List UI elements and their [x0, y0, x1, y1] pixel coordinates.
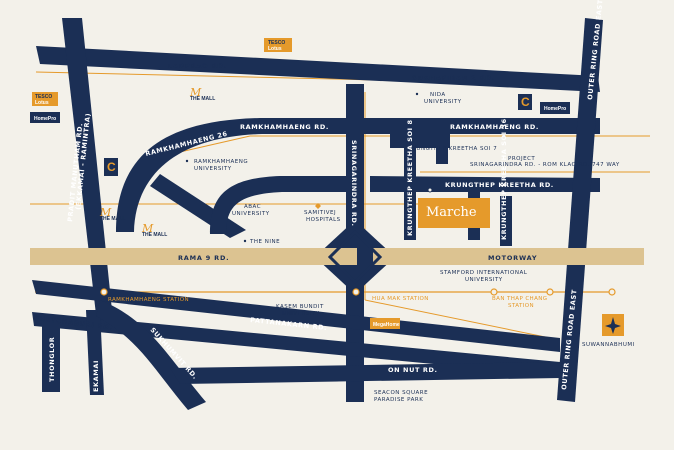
abac-label: ABAC — [244, 204, 261, 210]
thonglor-label: THONGLOR — [48, 337, 56, 382]
ramkhamhaeng-east-label: RAMKHAMHAENG RD. — [450, 123, 539, 131]
svg-text:THE MALL: THE MALL — [190, 96, 215, 102]
project-label: PROJECT — [508, 156, 535, 162]
ban-thap-chang-label: BAN THAP CHANG — [492, 296, 547, 302]
srinagarindra-label: SRINAGARINDRA RD. — [350, 140, 358, 227]
svg-text:HomePro: HomePro — [544, 106, 566, 112]
krungthep-soi7-label: KRUNGTHEP KREETHA SOI 7 — [408, 146, 497, 152]
ban-thap-chang-label-2: STATION — [508, 303, 534, 309]
road-network — [32, 18, 603, 410]
krungthep-soi8-label: KRUNGTHEP KREETHA SOI 8 — [406, 119, 414, 236]
krungthep-kreetha-label: KRUNGTHEP KREETHA RD. — [445, 181, 554, 189]
svg-text:C: C — [521, 95, 530, 109]
stamford-label-2: UNIVERSITY — [465, 277, 503, 283]
svg-text:TESCO: TESCO — [35, 94, 52, 100]
svg-text:M: M — [99, 206, 112, 219]
krungthep-soi36-label: KRUNGTHEP KREETHA SOI 36 — [500, 118, 508, 240]
tesco-lotus-logo-top: TESCO Lotus — [264, 38, 292, 52]
svg-text:TESCO: TESCO — [268, 40, 285, 46]
stations — [100, 288, 616, 296]
svg-text:C: C — [107, 160, 116, 174]
samitivej-label: SAMITIVEJ — [304, 210, 336, 216]
nida-marker — [415, 92, 419, 96]
homepro-logo-left: HomePro — [30, 112, 60, 123]
ramkhamhaeng-west-label: RAMKHAMHAENG RD. — [240, 123, 329, 131]
project-marker — [427, 187, 433, 193]
the-mall-logo-3: M THE MALL — [141, 222, 167, 238]
svg-text:M: M — [189, 86, 202, 99]
plane-icon — [605, 317, 621, 334]
the-nine-marker — [243, 239, 247, 243]
c-logo-right: C — [518, 94, 532, 110]
paradise-label: PARADISE PARK — [374, 397, 423, 403]
svg-text:MegaHome: MegaHome — [373, 322, 400, 328]
svg-text:M: M — [141, 222, 154, 235]
ladprao-label: LADPRAO RD. — [168, 62, 227, 70]
suvarnabhumi-label: SUWANNABHUMI — [582, 342, 635, 348]
ramkhamhaeng-univ-marker — [185, 159, 189, 163]
the-mall-logo-1: M THE MALL — [189, 86, 215, 102]
hospital-icon — [315, 203, 321, 209]
motorway-label: MOTORWAY — [488, 254, 537, 262]
svg-text:THE MALL: THE MALL — [142, 232, 167, 238]
marche-label: Marche — [426, 205, 477, 220]
kasem-label: KASEM BUNDIT — [276, 304, 324, 310]
rama9-label: RAMA 9 RD. — [178, 254, 229, 262]
c-logo-left: C — [104, 158, 118, 176]
svg-text:HomePro: HomePro — [34, 116, 56, 122]
homepro-logo-right: HomePro — [540, 102, 570, 114]
tesco-lotus-logo-left: TESCO Lotus — [32, 92, 58, 106]
nida-label: NIDA — [430, 92, 446, 98]
svg-text:THE MALL: THE MALL — [100, 216, 125, 222]
svg-text:Lotus: Lotus — [35, 100, 49, 106]
marche-project-box — [418, 198, 490, 228]
ekamai-label: EKAMAI — [92, 360, 100, 392]
nida-label-2: UNIVERSITY — [424, 99, 462, 105]
ramkhamhaeng-station-label: RAMKHAMHAENG STATION — [108, 297, 189, 303]
samitivej-label-2: HOSPITALS — [306, 217, 341, 223]
the-nine-label: THE NINE — [249, 239, 280, 245]
stamford-label: STAMFORD INTERNATIONAL — [440, 270, 528, 276]
abac-label-2: UNIVERSITY — [232, 211, 270, 217]
the-mall-logo-2: M THE MALL — [99, 206, 125, 222]
ramkhamhaeng-univ-label-2: UNIVERSITY — [194, 166, 232, 172]
seacon-label: SEACON SQUARE — [374, 390, 428, 396]
kasem-label-2: UNIVERSITY — [282, 311, 320, 317]
megahome-logo: MegaHome — [370, 318, 400, 329]
on-nut-label: ON NUT RD. — [388, 366, 438, 374]
hua-mak-station-label: HUA MAK STATION — [372, 296, 429, 302]
project-sub-label: SRINAGARINDRA RD. - ROM KLAO RD. 747 WAY — [470, 162, 620, 168]
ramkhamhaeng-univ-label: RAMKHAMHAENG — [194, 159, 248, 165]
svg-text:Lotus: Lotus — [268, 46, 282, 52]
rama9-motorway-band — [30, 248, 644, 265]
sukhapiban-label: SUKHAPIBAN 2 RD. — [412, 74, 495, 82]
